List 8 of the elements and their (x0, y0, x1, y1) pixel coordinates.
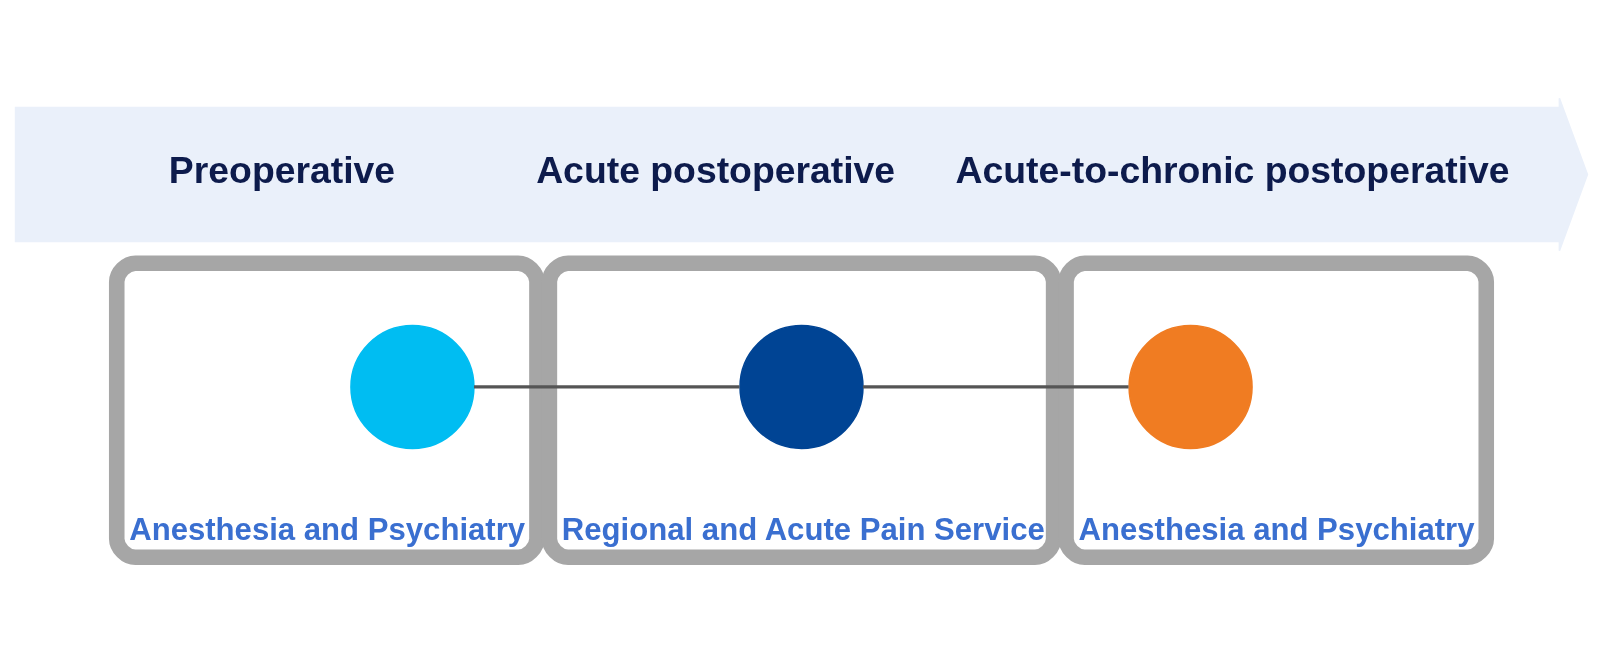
connector (863, 385, 1129, 389)
node-circle (1128, 324, 1253, 450)
cluster: Anesthesia and Psychiatry (108, 255, 545, 566)
node-circle (350, 324, 475, 450)
cluster: Anesthesia and Psychiatry (1058, 255, 1495, 566)
node-circle (739, 324, 864, 450)
connector (474, 385, 740, 389)
cluster: Regional and Acute Pain Service (541, 255, 1062, 566)
